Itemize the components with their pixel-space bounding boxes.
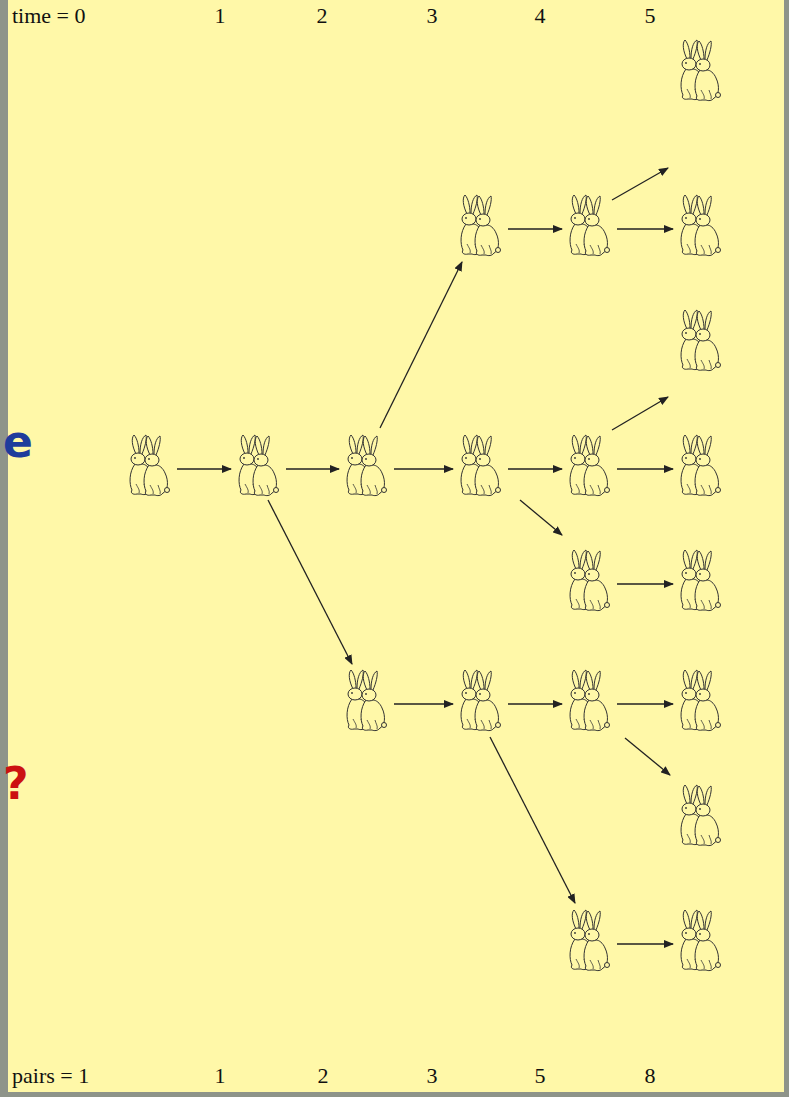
time-number: 4 xyxy=(535,4,546,28)
growth-arrows xyxy=(177,168,673,944)
slide-fragment: e xyxy=(3,418,33,466)
slide-fragment: ? xyxy=(3,760,29,808)
time-number: 5 xyxy=(645,4,656,28)
pairs-number: 1 xyxy=(215,1064,226,1088)
yellow-panel xyxy=(8,0,784,1092)
pairs-number: 2 xyxy=(318,1064,329,1088)
pairs-number: 3 xyxy=(427,1064,438,1088)
pairs-label: pairs = 1 xyxy=(12,1064,89,1088)
pairs-number: 8 xyxy=(645,1064,656,1088)
time-number: 1 xyxy=(215,4,226,28)
time-number: 3 xyxy=(427,4,438,28)
rabbit-pairs xyxy=(130,40,720,971)
pairs-number: 5 xyxy=(535,1064,546,1088)
time-number: 2 xyxy=(317,4,328,28)
time-label: time = 0 xyxy=(12,4,86,28)
